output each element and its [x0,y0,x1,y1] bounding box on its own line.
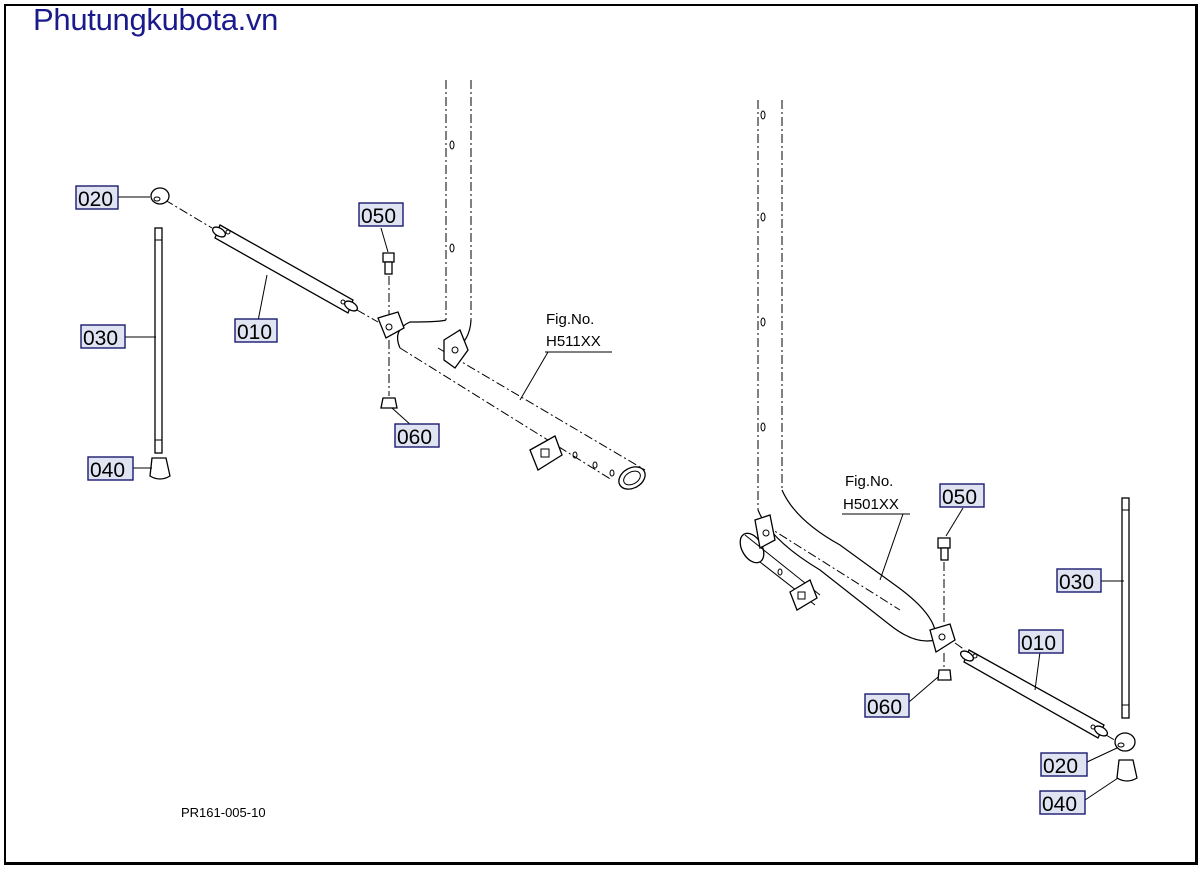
left-clamp [377,311,405,339]
drawing-frame [4,4,1198,865]
left-callout-040[interactable]: 040 [87,456,134,482]
right-callout-010[interactable]: 010 [1018,629,1064,655]
right-part-060-nut [937,669,952,681]
svg-text:010: 010 [237,321,272,344]
left-callout-050[interactable]: 050 [358,202,404,228]
svg-text:060: 060 [867,696,902,719]
left-callout-010[interactable]: 010 [234,318,278,344]
right-fig-number: H501XX [843,496,899,513]
right-callout-050[interactable]: 050 [939,483,985,509]
right-callout-020[interactable]: 020 [1040,752,1088,778]
left-fig-label: Fig.No. [546,311,594,328]
right-callout-060[interactable]: 060 [864,693,910,719]
right-frame-tube [739,100,936,642]
left-part-060-nut [380,397,398,409]
svg-text:020: 020 [1043,755,1078,778]
svg-text:050: 050 [942,486,977,509]
left-part-040-cap [149,457,171,480]
svg-text:060: 060 [397,426,432,449]
svg-text:030: 030 [83,327,118,350]
right-part-030-threaded-rod [1121,497,1130,719]
left-part-030-threaded-rod [154,227,163,454]
left-part-050-bolt [382,252,395,275]
svg-text:030: 030 [1059,571,1094,594]
left-callout-060[interactable]: 060 [394,423,440,449]
left-callout-030[interactable]: 030 [80,324,126,350]
left-callout-020[interactable]: 020 [75,185,119,211]
site-title: Phutungkubota.vn [33,2,279,37]
left-fig-number: H511XX [546,333,601,350]
drawing-reference: PR161-005-10 [181,805,266,820]
right-fig-label: Fig.No. [845,473,893,490]
right-part-050-bolt [937,537,951,561]
right-clamp [929,623,956,654]
left-part-010-rod [211,224,359,314]
svg-text:020: 020 [78,188,113,211]
left-frame-tube [397,80,646,490]
right-callout-030[interactable]: 030 [1056,568,1102,594]
svg-text:040: 040 [1042,793,1077,816]
svg-text:040: 040 [90,459,125,482]
right-part-010-rod [959,649,1109,739]
right-part-040-cap [1116,759,1138,782]
svg-text:050: 050 [361,205,396,228]
right-callout-040[interactable]: 040 [1039,790,1086,816]
svg-text:010: 010 [1021,632,1056,655]
left-part-020-ball-joint [150,187,170,205]
right-part-020-ball-joint [1114,732,1136,752]
